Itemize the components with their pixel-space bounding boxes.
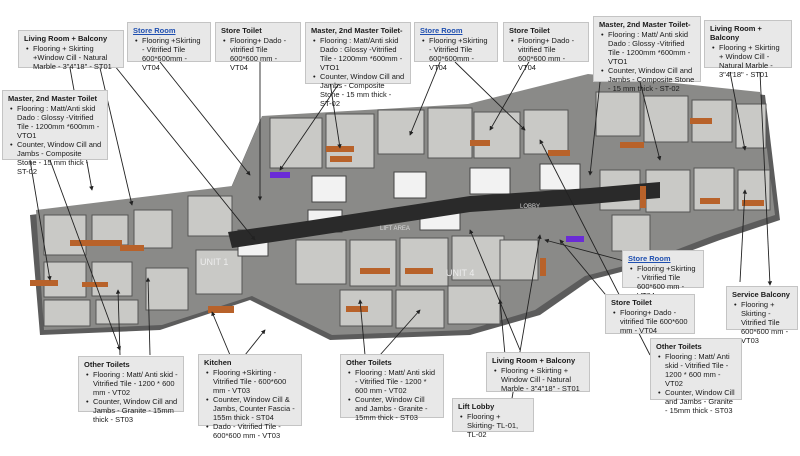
label-spec-list: Flooring : Matt/ Anti skid - Vitrified T… <box>656 352 736 415</box>
label-spec-item: Dado - Vitrified Tile - 600*600 mm - VT0… <box>206 422 296 440</box>
plan-label-lift-area: LIFT AREA <box>380 226 410 232</box>
label-lift-lobby: Lift LobbyFlooring + Skirting- TL-01, TL… <box>452 398 534 439</box>
label-spec-item: Counter, Window Cill and Jambs - Granite… <box>658 388 736 415</box>
label-service-balcony: Service BalconyFlooring + Skirting - Vit… <box>726 286 798 345</box>
accent-strip <box>270 172 290 178</box>
label-spec-item: Flooring +Skirting - Vitrified Tile 600*… <box>422 36 492 72</box>
label-spec-item: Flooring + Skirting + Window Cill - Natu… <box>494 366 584 393</box>
label-spec-list: Flooring + Skirting - Vitrified Tile 600… <box>732 300 792 345</box>
label-master-toilet: Master, 2nd Master ToiletFlooring : Matt… <box>2 90 108 176</box>
label-spec-list: Flooring : Matt/Anti skid Dado : Glossy … <box>311 36 405 108</box>
label-store-toilet: Store ToiletFlooring+ Dado - vitrified T… <box>215 22 301 72</box>
label-spec-item: Flooring +Skirting - Vitrified Tile - 60… <box>206 368 296 395</box>
counters <box>30 118 764 313</box>
label-spec-item: Flooring : Matt/ Anti skid - Vitrified T… <box>86 370 178 397</box>
label-title: Master, 2nd Master Toilet- <box>311 26 403 35</box>
label-spec-item: Flooring : Matt/Anti skid Dado : Glossy … <box>313 36 405 72</box>
label-kitchen: KitchenFlooring +Skirting - Vitrified Ti… <box>198 354 302 440</box>
label-title: Store Room <box>420 26 463 35</box>
label-title: Service Balcony <box>732 290 790 299</box>
label-title: Store Toilet <box>509 26 550 35</box>
label-spec-item: Flooring +Skirting - Vitrified Tile 600*… <box>135 36 205 72</box>
label-spec-item: Counter, Window Cill and Jambs - Composi… <box>601 66 695 93</box>
label-store-toilet: Store ToiletFlooring+ Dado - vitrified T… <box>605 294 695 335</box>
label-spec-item: Counter, Window Cill and Jambs - Granite… <box>86 397 178 424</box>
label-spec-item: Flooring + Skirting +Window Cill - Natur… <box>26 44 118 71</box>
label-spec-list: Flooring : Matt/ Anti skid - Vitrified T… <box>84 370 178 424</box>
label-title: Other Toilets <box>84 360 130 369</box>
label-spec-item: Flooring + Skirting- TL-01, TL-02 <box>460 412 528 439</box>
label-spec-list: Flooring+ Dado - vitrified Tile 600*600 … <box>611 308 689 335</box>
label-spec-list: Flooring+ Dado - vitrified Tile 600*600 … <box>221 36 295 72</box>
plan-label-lobby: LOBBY <box>520 204 540 210</box>
label-store-toilet: Store ToiletFlooring+ Dado - vitrified T… <box>503 22 589 72</box>
label-other-toilets: Other ToiletsFlooring : Matt/ Anti skid … <box>340 354 444 422</box>
label-store-room: Store RoomFlooring +Skirting - Vitrified… <box>414 22 498 72</box>
rooms <box>43 91 771 329</box>
label-spec-item: Flooring + Skirting - Vitrified Tile 600… <box>734 300 792 345</box>
label-spec-list: Flooring : Matt/Anti skid Dado : Glossy … <box>8 104 102 176</box>
label-spec-item: Flooring : Matt/ Anti skid - Vitrified T… <box>348 368 438 395</box>
label-spec-list: Flooring +Skirting - Vitrified Tile 600*… <box>420 36 492 72</box>
label-spec-list: Flooring+ Dado - vitrified Tile 600*600 … <box>509 36 583 72</box>
label-title: Store Room <box>133 26 176 35</box>
label-spec-list: Flooring + Skirting +Window Cill - Natur… <box>24 44 118 71</box>
label-spec-list: Flooring : Matt/ Anti skid - Vitrified T… <box>346 368 438 422</box>
label-spec-item: Flooring+ Dado - vitrified Tile 600*600 … <box>613 308 689 335</box>
label-living-room-balcony: Living Room + BalconyFlooring + Skirting… <box>18 30 124 71</box>
label-title: Living Room + Balcony <box>24 34 108 43</box>
label-title: Master, 2nd Master Toilet <box>8 94 98 103</box>
label-title: Store Toilet <box>611 298 652 307</box>
label-master-toilet: Master, 2nd Master Toilet-Flooring : Mat… <box>305 22 411 108</box>
label-title: Master, 2nd Master Toilet- <box>599 20 691 29</box>
plan-label-unit-4: UNIT 4 <box>446 268 474 278</box>
label-title: Living Room + Balcony <box>710 24 762 42</box>
label-spec-item: Counter, Window Cill and Jambs - Composi… <box>10 140 102 176</box>
accent-strip <box>566 236 584 242</box>
label-living-room-balcony: Living Room + BalconyFlooring + Skirting… <box>486 352 590 393</box>
label-spec-item: Flooring : Matt/Anti skid Dado : Glossy … <box>10 104 102 140</box>
label-spec-list: Flooring +Skirting - Vitrified Tile 600*… <box>133 36 205 72</box>
label-spec-item: Counter, Window Cill & Jambs, Counter Fa… <box>206 395 296 422</box>
label-spec-item: Counter, Window Cill and Jambs - Granite… <box>348 395 438 422</box>
label-spec-item: Flooring : Matt/ Anti skid - Vitrified T… <box>658 352 736 388</box>
label-title: Other Toilets <box>656 342 702 351</box>
corridor <box>228 182 660 248</box>
label-spec-list: Flooring : Matt/ Anti skid Dado : Glossy… <box>599 30 695 93</box>
label-spec-item: Counter, Window Cill and Jambs - Composi… <box>313 72 405 108</box>
label-spec-item: Flooring : Matt/ Anti skid Dado : Glossy… <box>601 30 695 66</box>
plan-label-unit-1: UNIT 1 <box>200 257 228 267</box>
label-title: Store Room <box>628 254 671 263</box>
label-spec-list: Flooring + Skirting + Window Cill - Natu… <box>710 43 786 79</box>
label-title: Living Room + Balcony <box>492 356 576 365</box>
label-title: Kitchen <box>204 358 232 367</box>
label-other-toilets: Other ToiletsFlooring : Matt/ Anti skid … <box>78 356 184 424</box>
label-spec-list: Flooring + Skirting + Window Cill - Natu… <box>492 366 584 393</box>
label-title: Other Toilets <box>346 358 392 367</box>
label-spec-item: Flooring + Skirting + Window Cill - Natu… <box>712 43 786 79</box>
label-master-toilet: Master, 2nd Master Toilet-Flooring : Mat… <box>593 16 701 93</box>
label-store-room: Store RoomFlooring +Skirting - Vitrified… <box>127 22 211 72</box>
label-living-room-balcony: Living Room + BalconyFlooring + Skirting… <box>704 20 792 79</box>
label-spec-item: Flooring+ Dado - vitrified Tile 600*600 … <box>511 36 583 72</box>
label-spec-item: Flooring+ Dado - vitrified Tile 600*600 … <box>223 36 295 72</box>
label-title: Store Toilet <box>221 26 262 35</box>
label-store-room: Store RoomFlooring +Skirting - Vitrified… <box>622 250 704 300</box>
label-spec-list: Flooring + Skirting- TL-01, TL-02 <box>458 412 528 439</box>
label-title: Lift Lobby <box>458 402 495 411</box>
label-other-toilets: Other ToiletsFlooring : Matt/ Anti skid … <box>650 338 742 415</box>
label-spec-list: Flooring +Skirting - Vitrified Tile - 60… <box>204 368 296 440</box>
